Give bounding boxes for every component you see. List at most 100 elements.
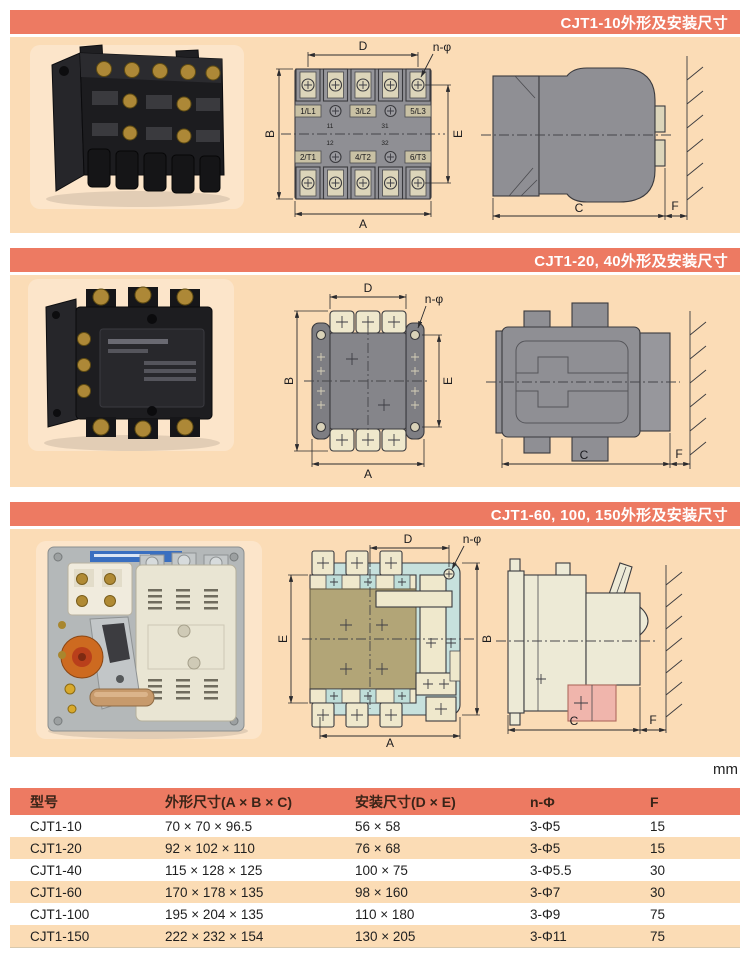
cell-mounting: 100 × 75 <box>355 862 408 878</box>
dimension-C: C <box>501 433 671 468</box>
svg-text:E: E <box>441 377 452 385</box>
panel-title: CJT1-10外形及安装尺寸 <box>560 14 728 32</box>
svg-text:A: A <box>386 736 394 748</box>
contactor-illustration <box>51 44 225 194</box>
col-header-mounting-dims: 安装尺寸(D × E) <box>355 793 456 810</box>
panel-cjt1-10: CJT1-10外形及安装尺寸 <box>10 10 740 233</box>
cell-mounting: 98 × 160 <box>355 884 408 900</box>
svg-text:A: A <box>359 217 367 231</box>
svg-text:B: B <box>480 635 493 643</box>
cell-n-phi: 3-Φ9 <box>530 906 561 922</box>
dimension-D: D <box>329 281 407 309</box>
cell-n-phi: 3-Φ5.5 <box>530 862 572 878</box>
aux-terminal-label: 12 <box>326 140 334 147</box>
side-view-drawing-cjt1-10: C F <box>481 56 704 220</box>
hole-callout-n-phi: n-φ <box>420 40 452 78</box>
front-view-drawing-cjt1-10: 1/L1 3/L2 5/L3 2/T1 4/T2 6/T3 11 31 12 3… <box>263 39 463 231</box>
svg-text:D: D <box>364 281 373 295</box>
cell-outline: 195 × 204 × 135 <box>165 906 264 922</box>
svg-text:F: F <box>675 447 682 461</box>
terminal-label: 4/T2 <box>355 153 372 162</box>
cell-model: CJT1-150 <box>30 928 90 944</box>
table-row: CJT1-60 170 × 178 × 135 98 × 160 3-Φ7 30 <box>10 881 740 903</box>
side-view-drawing-cjt1-20-40: C F <box>486 302 707 469</box>
dimension-F: F <box>639 713 667 733</box>
panel-title: CJT1-60, 100, 150外形及安装尺寸 <box>490 506 728 524</box>
cell-outline: 70 × 70 × 96.5 <box>165 818 253 834</box>
svg-text:E: E <box>451 130 463 138</box>
cell-outline: 222 × 232 × 154 <box>165 928 264 944</box>
cell-f: 75 <box>650 906 666 922</box>
svg-text:F: F <box>671 199 678 213</box>
dimension-B: B <box>263 68 293 200</box>
dimension-E: E <box>276 574 308 704</box>
cell-n-phi: 3-Φ5 <box>530 840 561 856</box>
col-header-n-phi: n-Φ <box>530 793 555 810</box>
cell-f: 75 <box>650 928 666 944</box>
cell-n-phi: 3-Φ11 <box>530 928 567 944</box>
table-row: CJT1-20 92 × 102 × 110 76 × 68 3-Φ5 15 <box>10 837 740 859</box>
product-photo-cjt1-10 <box>30 44 244 209</box>
svg-text:A: A <box>364 467 372 481</box>
cell-mounting: 76 × 68 <box>355 840 401 856</box>
panel-body: D n-φ A E B <box>10 529 740 757</box>
svg-text:C: C <box>570 714 579 728</box>
table-row: CJT1-40 115 × 128 × 125 100 × 75 3-Φ5.5 … <box>10 859 740 881</box>
table-row: CJT1-100 195 × 204 × 135 110 × 180 3-Φ9 … <box>10 903 740 925</box>
svg-text:n-φ: n-φ <box>425 292 444 306</box>
svg-text:D: D <box>404 533 413 546</box>
cell-model: CJT1-60 <box>30 884 82 900</box>
dimension-F: F <box>664 199 688 219</box>
dimension-C: C <box>507 687 641 734</box>
dimension-B: B <box>282 310 328 452</box>
mounting-wall <box>689 311 707 469</box>
cell-outline: 92 × 102 × 110 <box>165 840 255 856</box>
contactor-front-outline: 1/L1 3/L2 5/L3 2/T1 4/T2 6/T3 11 31 12 3… <box>281 68 445 200</box>
cell-mounting: 56 × 58 <box>355 818 401 834</box>
contactor-illustration <box>45 286 213 439</box>
contactor-side-outline <box>496 558 658 726</box>
svg-text:n-φ: n-φ <box>433 40 452 54</box>
side-view-drawing-cjt1-60-100-150: C F <box>496 558 683 734</box>
cell-model: CJT1-100 <box>30 906 90 922</box>
dimension-A: A <box>319 717 461 748</box>
cell-outline: 170 × 178 × 135 <box>165 884 264 900</box>
col-header-outline-dims: 外形尺寸(A × B × C) <box>165 793 293 810</box>
product-photo-cjt1-20-40 <box>28 279 234 451</box>
aux-terminal-label: 32 <box>381 140 389 147</box>
panel-cjt1-20-40: CJT1-20, 40外形及安装尺寸 <box>10 248 740 487</box>
cell-n-phi: 3-Φ5 <box>530 818 561 834</box>
svg-text:n-φ: n-φ <box>463 533 482 546</box>
dimension-B: B <box>462 562 493 716</box>
col-header-model: 型号 <box>30 793 58 810</box>
front-view-drawing-cjt1-20-40: D n-φ A B E <box>282 281 452 481</box>
mounting-wall <box>686 56 704 220</box>
cell-model: CJT1-40 <box>30 862 82 878</box>
svg-text:E: E <box>276 635 290 643</box>
terminal-label: 1/L1 <box>300 107 316 116</box>
panel-body: 1/L1 3/L2 5/L3 2/T1 4/T2 6/T3 11 31 12 3… <box>10 37 740 233</box>
terminal-label: 6/T3 <box>410 153 427 162</box>
table-row: CJT1-10 70 × 70 × 96.5 56 × 58 3-Φ5 15 <box>10 815 740 837</box>
svg-text:B: B <box>263 130 277 138</box>
svg-text:C: C <box>575 201 584 215</box>
panel-header: CJT1-60, 100, 150外形及安装尺寸 <box>10 502 740 526</box>
contactor-front-outline <box>304 310 430 452</box>
terminal-label: 2/T1 <box>300 153 317 162</box>
dimension-C: C <box>492 168 666 220</box>
cell-f: 30 <box>650 862 666 878</box>
contactor-side-outline <box>486 302 680 462</box>
panel-title: CJT1-20, 40外形及安装尺寸 <box>534 252 728 270</box>
hole-callout-n-phi: n-φ <box>417 292 444 329</box>
table-row: CJT1-150 222 × 232 × 154 130 × 205 3-Φ11… <box>10 925 740 947</box>
col-header-f: F <box>650 793 659 810</box>
cell-model: CJT1-10 <box>30 818 82 834</box>
table-header-row: 型号 外形尺寸(A × B × C) 安装尺寸(D × E) n-Φ F <box>10 788 740 815</box>
cell-f: 15 <box>650 840 666 856</box>
svg-text:F: F <box>649 713 656 727</box>
contactor-side-outline <box>481 67 673 203</box>
cell-outline: 115 × 128 × 125 <box>165 862 263 878</box>
cell-mounting: 110 × 180 <box>355 906 415 922</box>
cell-mounting: 130 × 205 <box>355 928 416 944</box>
